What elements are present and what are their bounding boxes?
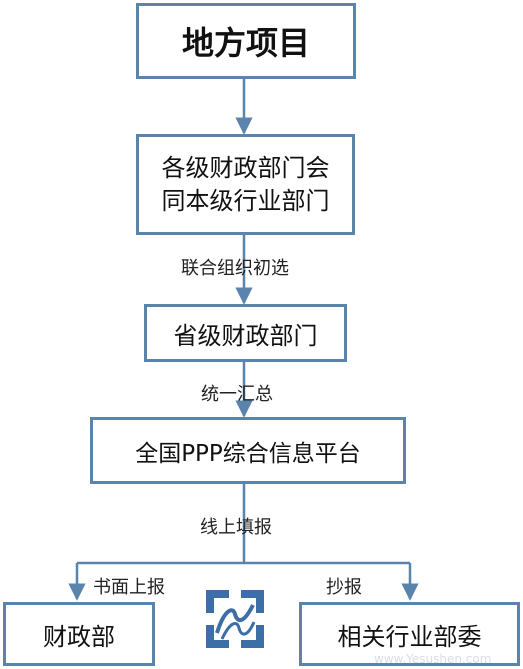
node-provincial-finance: 省级财政部门: [144, 304, 347, 362]
node-provincial-finance-label: 省级财政部门: [173, 321, 318, 350]
node-ppp-platform: 全国PPP综合信息平台: [90, 417, 406, 484]
node-local-project-label: 地方项目: [181, 24, 310, 62]
node-finance-with-industry-line1: 各级财政部门会: [161, 154, 330, 183]
logo-icon: [206, 590, 264, 648]
edge-label-summary: 统一汇总: [201, 384, 273, 405]
node-finance-with-industry-line2: 同本级行业部门: [161, 186, 330, 215]
node-finance-with-industry: 各级财政部门会 同本级行业部门: [136, 134, 355, 235]
node-local-project: 地方项目: [136, 3, 356, 79]
node-related-industry: 相关行业部委: [299, 602, 520, 666]
node-related-industry-label: 相关行业部委: [337, 622, 482, 651]
watermark-text: www.Yesushen.com: [374, 652, 492, 666]
edge-label-joint-selection: 联合组织初选: [181, 258, 289, 279]
node-ministry-of-finance-label: 财政部: [43, 622, 115, 651]
edge-label-written-report: 书面上报: [93, 577, 165, 598]
node-finance-with-industry-text: 各级财政部门会 同本级行业部门: [162, 152, 330, 217]
edge-label-copy-report: 抄报: [326, 577, 362, 598]
node-ministry-of-finance: 财政部: [3, 602, 155, 666]
edge-label-online-report: 线上填报: [200, 517, 272, 538]
node-ppp-platform-label: 全国PPP综合信息平台: [135, 440, 361, 467]
